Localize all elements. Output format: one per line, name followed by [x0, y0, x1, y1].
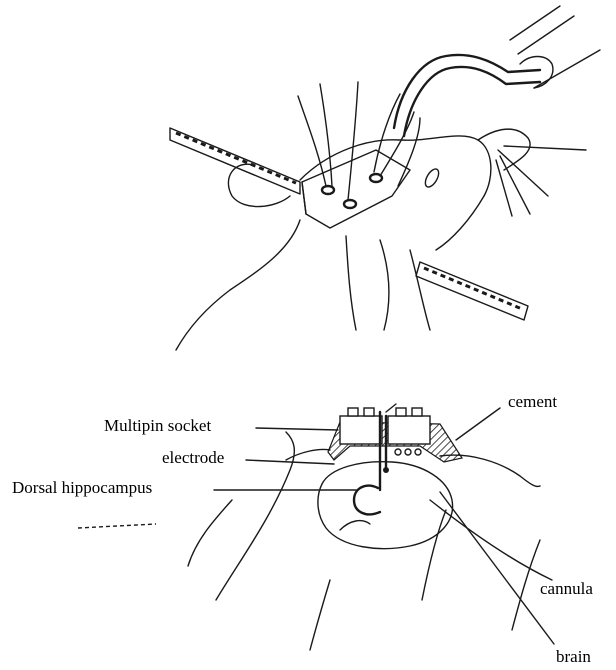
dorsal-hippocampus-label: Dorsal hippocampus [12, 479, 152, 496]
multipin-socket-label: Multipin socket [104, 417, 211, 434]
cannula-label: cannula [540, 580, 593, 597]
left-ear-bar [170, 128, 300, 194]
cement-label: cement [508, 393, 557, 410]
electrode-label: electrode [162, 449, 224, 466]
bottom-illustration [78, 404, 554, 650]
right-ear-bar [416, 262, 528, 320]
dashed-mark [78, 524, 156, 528]
hippocampus-shape [354, 486, 380, 515]
top-illustration [170, 6, 600, 350]
nose-bar-frame [394, 6, 600, 136]
brain-outline [318, 462, 453, 549]
brain-label: brain [556, 648, 591, 665]
section-outline [188, 432, 540, 650]
head-implant [298, 82, 420, 228]
